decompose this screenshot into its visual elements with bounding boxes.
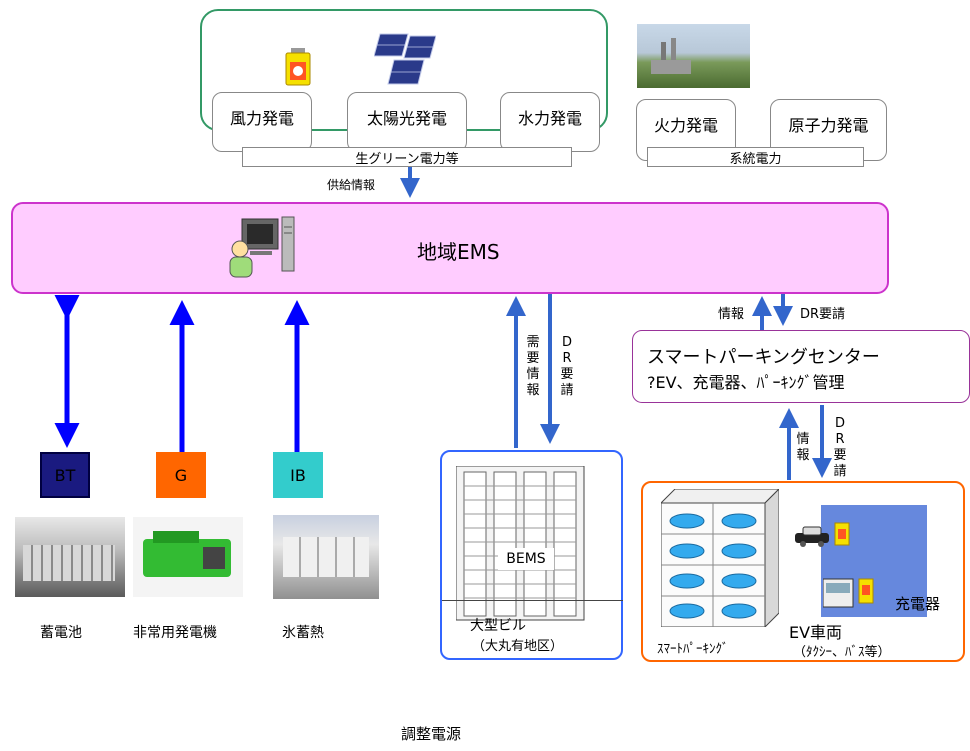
hydro-power-label: 水力発電 bbox=[517, 109, 582, 128]
battery-name: 蓄電池 bbox=[40, 625, 82, 641]
grid-power-band-label: 系統電力 bbox=[729, 151, 782, 167]
grid-power-band: 系統電力 bbox=[647, 147, 864, 167]
center-title-line2: ?EV、充電器、ﾊﾟｰｷﾝｸﾞ管理 bbox=[647, 373, 845, 392]
regional-ems-bar: 地域EMS bbox=[11, 202, 889, 294]
ib-badge: IB bbox=[273, 452, 323, 498]
nuclear-power-label: 原子力発電 bbox=[788, 116, 869, 135]
green-power-band-label: 生グリーン電力等 bbox=[355, 151, 459, 167]
ev-taxi-icon bbox=[793, 521, 853, 551]
building-caption-2: （大丸有地区） bbox=[472, 639, 564, 654]
bems-label-box: BEMS bbox=[498, 548, 554, 570]
ems-operator-icon bbox=[228, 215, 298, 279]
g-code: G bbox=[174, 465, 188, 485]
thermal-power-label: 火力発電 bbox=[653, 116, 718, 135]
building-box: BEMS 大型ビル （大丸有地区） bbox=[440, 450, 623, 660]
bems-label: BEMS bbox=[506, 551, 546, 567]
smart-parking-center-box: スマートパーキングセンター ?EV、充電器、ﾊﾟｰｷﾝｸﾞ管理 bbox=[632, 330, 970, 403]
green-power-band: 生グリーン電力等 bbox=[242, 147, 572, 167]
battery-icon bbox=[285, 48, 311, 86]
g-badge: G bbox=[156, 452, 206, 498]
generator-photo bbox=[133, 517, 243, 597]
thermal-plant-photo bbox=[637, 24, 750, 88]
ev-label-1: EV車両 bbox=[789, 623, 843, 642]
parking-dr-label: DR要請 bbox=[833, 416, 847, 479]
solar-power-box: 太陽光発電 bbox=[347, 92, 467, 152]
wind-power-box: 風力発電 bbox=[212, 92, 312, 152]
generator-name: 非常用発電機 bbox=[133, 625, 217, 641]
ice-storage-name: 氷蓄熱 bbox=[282, 625, 324, 641]
center-title-line1: スマートパーキングセンター bbox=[647, 347, 880, 368]
parking-group-box: 充電器 ｽﾏｰﾄﾊﾟｰｷﾝｸﾞ EV車両 （ﾀｸｼｰ、ﾊﾞｽ等） bbox=[641, 481, 965, 662]
battery-facility-photo bbox=[15, 517, 125, 597]
center-info-label: 情報 bbox=[718, 307, 745, 322]
parking-info-label: 情報 bbox=[796, 432, 810, 463]
ice-storage-photo bbox=[273, 515, 379, 599]
bt-code: BT bbox=[54, 465, 76, 485]
center-dr-label: DR要請 bbox=[800, 307, 846, 322]
parking-tower-illustration bbox=[661, 489, 779, 627]
building-ground-line bbox=[442, 600, 623, 601]
hydro-power-box: 水力発電 bbox=[500, 92, 600, 152]
solar-panel-icon bbox=[373, 32, 437, 87]
adjusters-title: 調整電源 bbox=[401, 725, 462, 743]
building-illustration bbox=[456, 466, 585, 621]
charger-label: 充電器 bbox=[895, 595, 941, 613]
ev-label-2: （ﾀｸｼｰ、ﾊﾞｽ等） bbox=[793, 645, 891, 660]
ev-bus-icon bbox=[822, 573, 877, 613]
supply-info-label: 供給情報 bbox=[327, 178, 376, 192]
ib-code: IB bbox=[290, 465, 306, 485]
wind-power-label: 風力発電 bbox=[229, 109, 294, 128]
ems-label: 地域EMS bbox=[417, 240, 500, 264]
building-demand-label: 需要情報 bbox=[526, 335, 540, 398]
building-dr-label: DR要請 bbox=[560, 335, 574, 398]
building-caption-1: 大型ビル bbox=[470, 618, 526, 634]
smart-parking-label: ｽﾏｰﾄﾊﾟｰｷﾝｸﾞ bbox=[657, 642, 729, 657]
solar-power-label: 太陽光発電 bbox=[366, 109, 447, 128]
bt-badge: BT bbox=[40, 452, 90, 498]
